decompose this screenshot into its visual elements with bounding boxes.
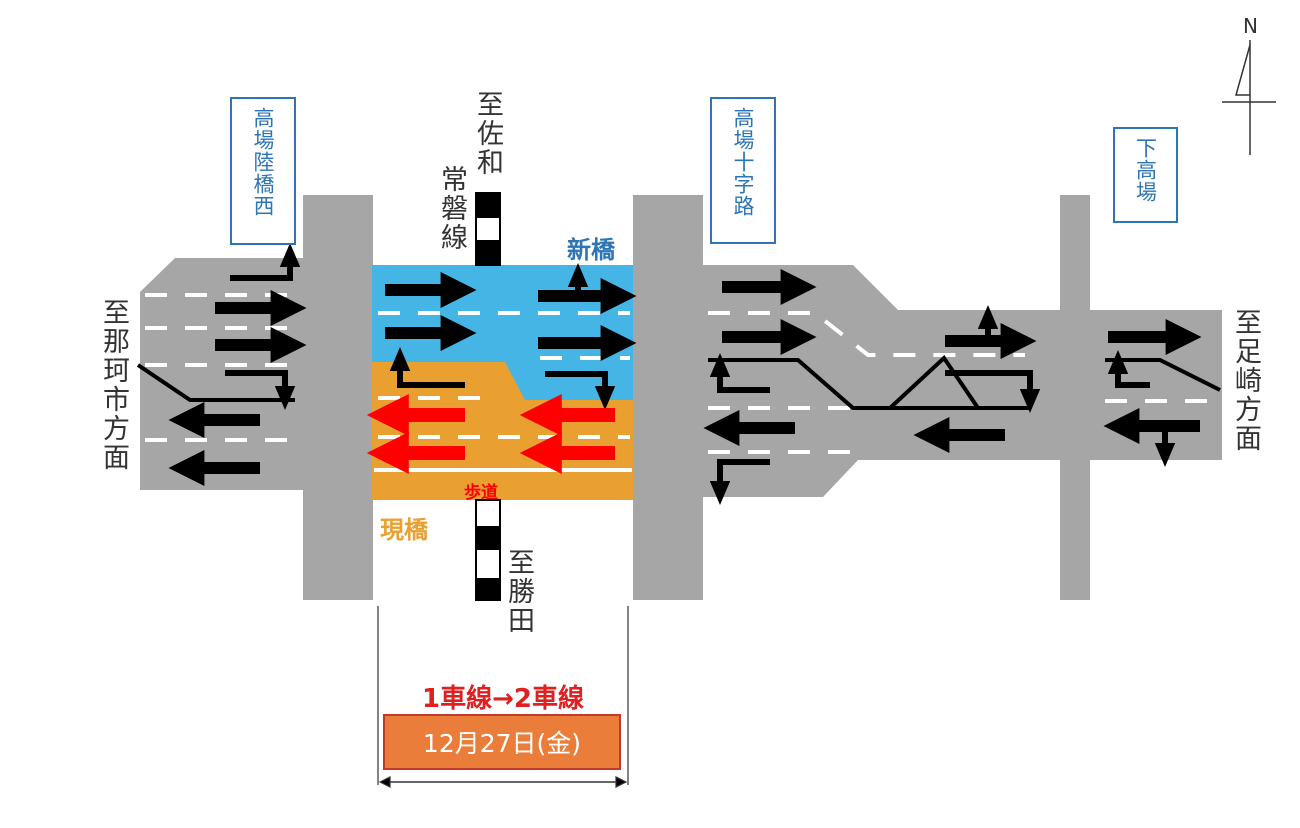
intersection-label: 下高場 bbox=[1133, 137, 1158, 203]
intersection-takaba-jujiro: 高場十字路 bbox=[710, 97, 776, 244]
destination-west: 至那珂市方面 bbox=[98, 298, 129, 472]
date-badge: 12月27日(金) bbox=[383, 714, 621, 770]
turn-arrow-icon bbox=[545, 371, 616, 410]
current-bridge-label: 現橋 bbox=[380, 516, 428, 544]
date-text: 12月27日(金) bbox=[422, 729, 582, 758]
destination-rail-north: 至佐和 bbox=[472, 90, 503, 177]
lane-marking bbox=[708, 311, 1025, 357]
intersection-shimo-takaba: 下高場 bbox=[1113, 127, 1178, 223]
destination-rail-south: 至勝田 bbox=[503, 548, 534, 635]
turn-arrow-icon bbox=[709, 459, 770, 505]
intersection-label: 高場陸橋西 bbox=[251, 107, 275, 217]
destination-east: 至足崎方面 bbox=[1230, 308, 1261, 453]
dimension-line bbox=[377, 606, 629, 788]
railway-north bbox=[475, 192, 501, 266]
turn-arrow-icon bbox=[709, 353, 770, 393]
north-arrow-icon bbox=[1222, 40, 1276, 155]
median-line bbox=[888, 354, 980, 410]
turn-arrow-icon bbox=[230, 243, 301, 281]
cross-road-1 bbox=[303, 195, 373, 600]
new-bridge-label: 新橋 bbox=[567, 236, 615, 264]
median-line bbox=[136, 363, 295, 402]
lane-change-label: 1車線→2車線 bbox=[422, 684, 584, 714]
turn-arrow-icon bbox=[225, 370, 296, 410]
intersection-label: 高場十字路 bbox=[731, 107, 755, 217]
turn-arrow-icon bbox=[1107, 350, 1150, 388]
median-line bbox=[708, 358, 1030, 410]
turn-arrow-icon bbox=[945, 370, 1041, 413]
cross-road-2 bbox=[633, 195, 703, 600]
north-label: N bbox=[1243, 14, 1258, 38]
cross-road-3 bbox=[1060, 195, 1090, 600]
intersection-takaba-rikkyo-nishi: 高場陸橋西 bbox=[230, 97, 296, 245]
railway-south bbox=[475, 499, 501, 601]
railway-label: 常磐線 bbox=[436, 165, 467, 252]
turn-arrow-icon bbox=[389, 347, 465, 388]
sidewalk-label: 歩道 bbox=[464, 483, 498, 503]
